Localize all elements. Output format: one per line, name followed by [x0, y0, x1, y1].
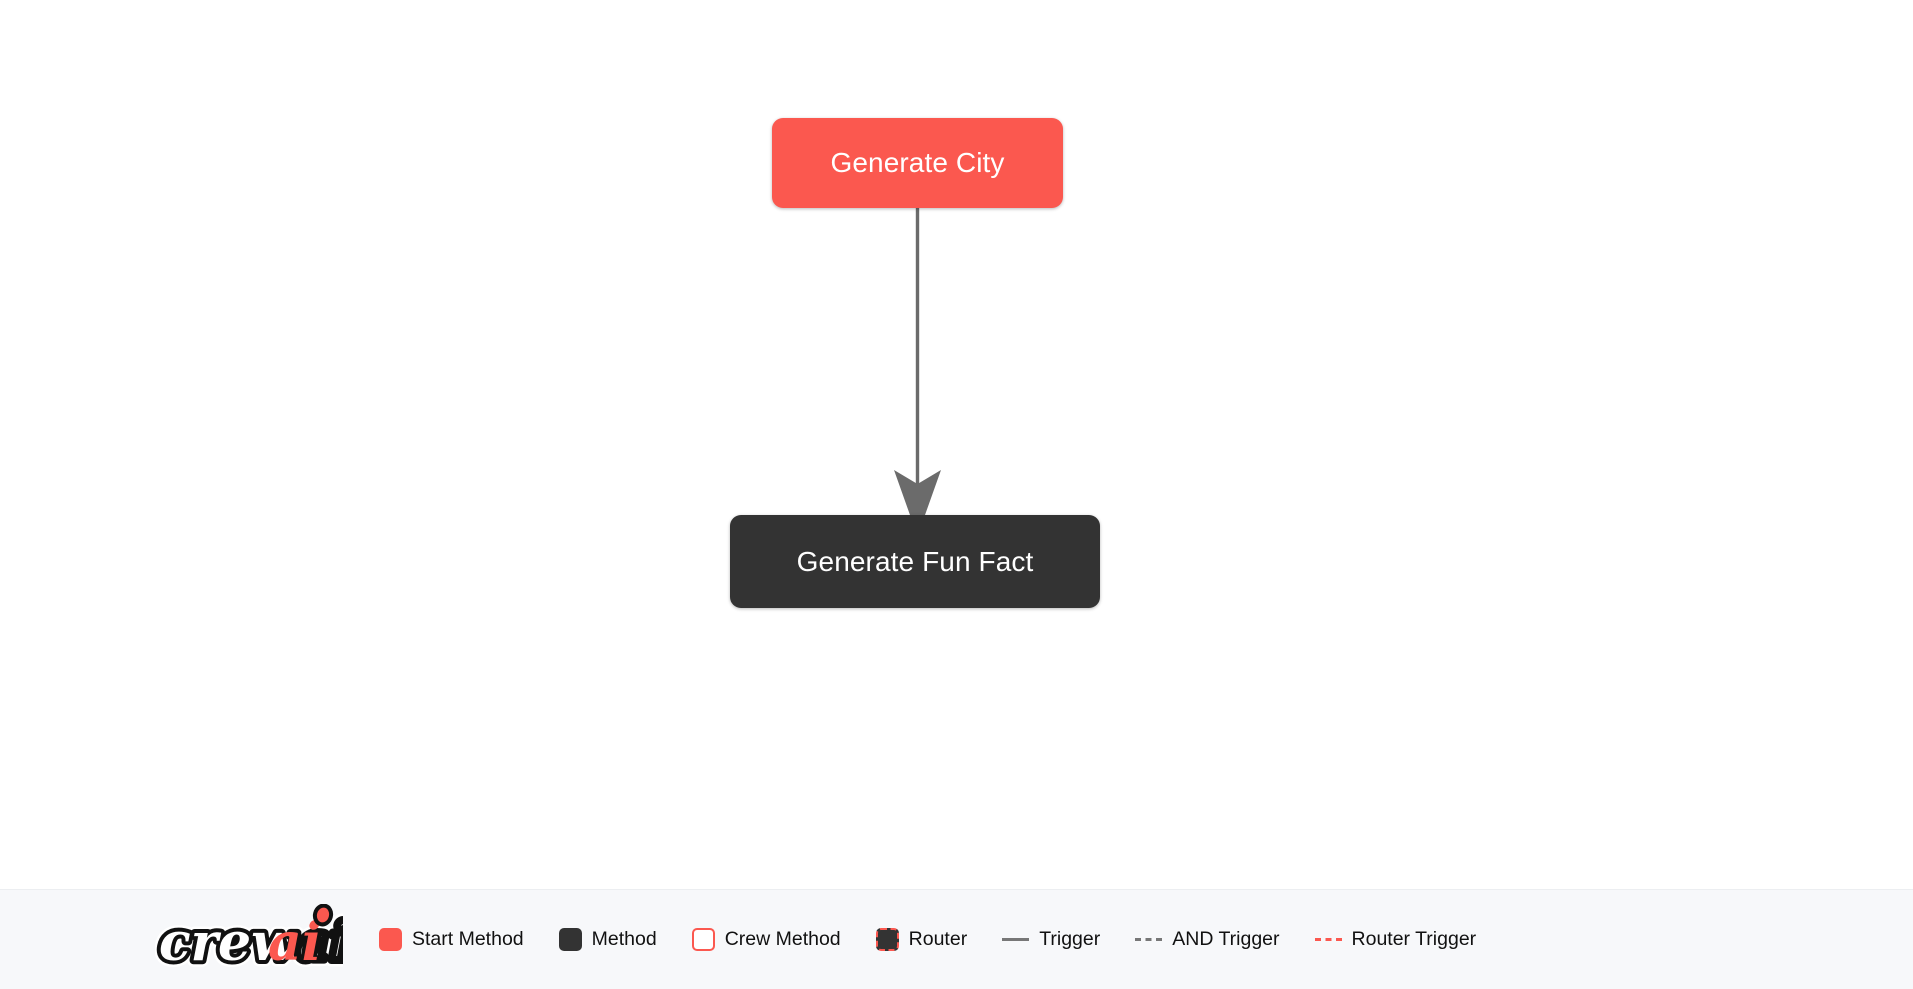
legend-item-trigger: Trigger — [1002, 927, 1101, 950]
router-trigger-line-icon — [1314, 938, 1342, 941]
trigger-line-icon — [1002, 938, 1030, 941]
legend-item-method: Method — [558, 927, 657, 951]
legend-item-router: Router — [875, 927, 968, 951]
flow-node-label: Generate City — [830, 147, 1005, 178]
legend-label: Crew Method — [724, 927, 841, 950]
and-trigger-line-icon — [1135, 938, 1163, 941]
crewai-logo-ai: ai — [268, 912, 321, 973]
legend-label: Router — [908, 927, 968, 950]
legend-label: Trigger — [1039, 927, 1101, 950]
crewai-logo-outline-glow: crewai — [159, 912, 343, 973]
legend-label: Router Trigger — [1351, 927, 1477, 950]
crew-method-swatch-icon — [691, 928, 715, 951]
legend-label: Method — [591, 927, 657, 950]
legend-bar: crewai crewai crew ai Start Method Metho… — [0, 889, 1913, 989]
legend-item-and-trigger: AND Trigger — [1135, 927, 1280, 950]
flow-canvas[interactable]: Generate City Generate Fun Fact — [0, 0, 1913, 889]
flow-node-generate-city[interactable]: Generate City — [772, 118, 1063, 208]
legend-items: Start Method Method Crew Method Router T… — [379, 928, 1476, 951]
flow-node-label: Generate Fun Fact — [796, 545, 1034, 577]
crewai-logo-dot-icon — [312, 903, 334, 926]
legend-label: Start Method — [412, 927, 524, 950]
router-swatch-icon — [875, 928, 899, 951]
edge-generate-city-to-generate-fun-fact — [894, 208, 941, 518]
crewai-logo-crew: crew — [159, 912, 298, 973]
arrowhead-icon — [894, 470, 941, 518]
crewai-logo-outline: crewai — [159, 912, 343, 973]
legend-label: AND Trigger — [1172, 927, 1280, 950]
legend-item-router-trigger: Router Trigger — [1314, 927, 1477, 950]
method-swatch-icon — [558, 928, 582, 951]
legend-item-start-method: Start Method — [379, 928, 524, 951]
start-method-swatch-icon — [379, 928, 402, 951]
flow-node-generate-fun-fact[interactable]: Generate Fun Fact — [730, 515, 1100, 608]
legend-item-crew-method: Crew Method — [691, 927, 841, 951]
crewai-logo: crewai crewai crew ai — [155, 903, 343, 976]
